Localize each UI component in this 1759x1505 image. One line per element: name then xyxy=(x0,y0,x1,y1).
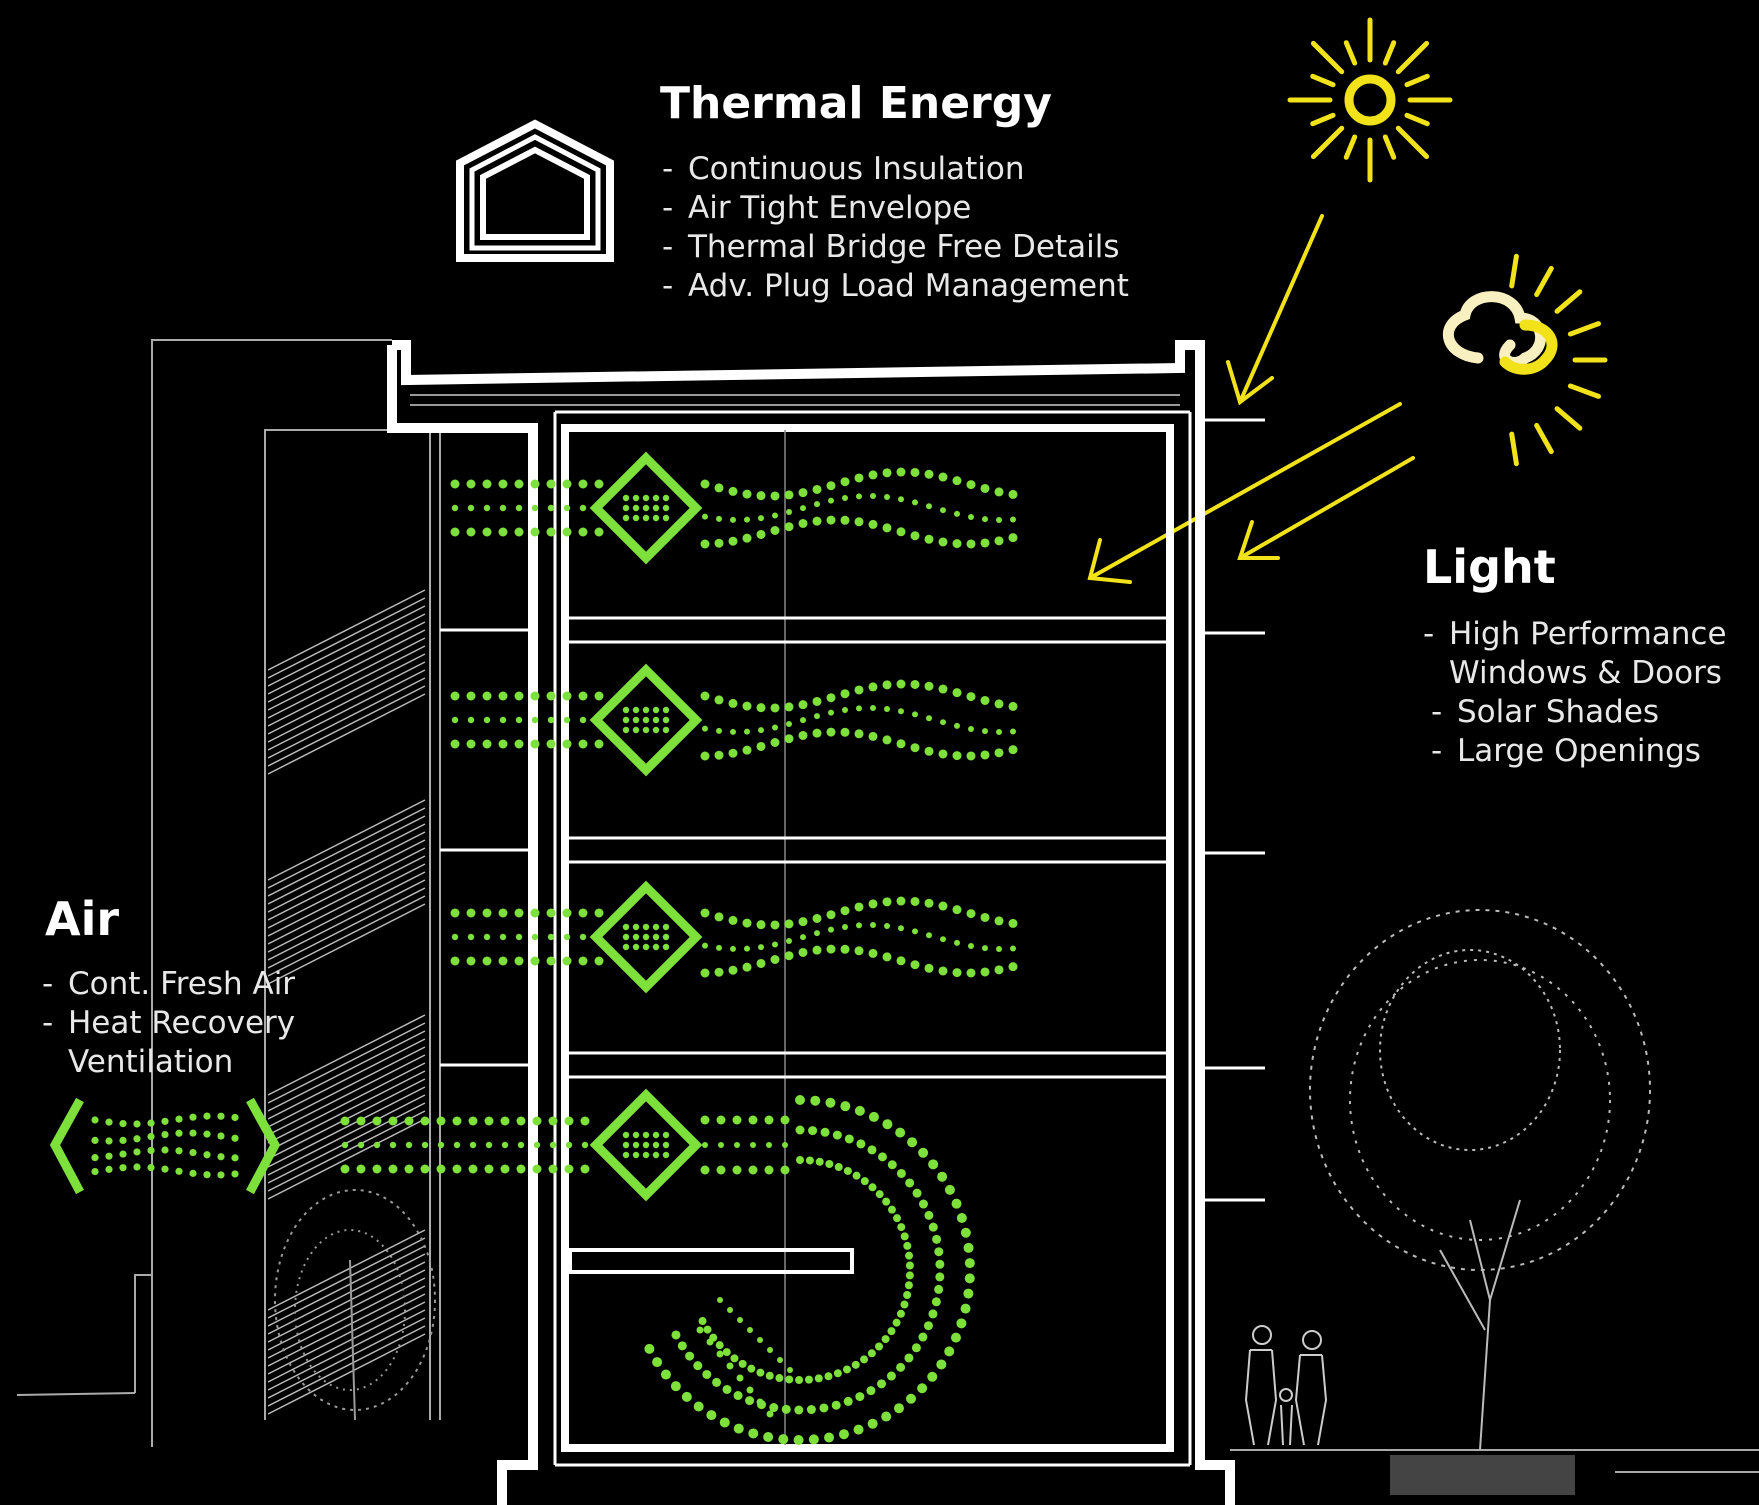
air-flow-icon xyxy=(49,1097,281,1195)
light-list: -High Performance Windows & Doors -Solar… xyxy=(1423,615,1727,771)
light-title: Light xyxy=(1423,540,1556,594)
cloud-sun-icon xyxy=(1442,253,1608,467)
light-item: -High Performance xyxy=(1423,616,1727,652)
thermal-item: -Thermal Bridge Free Details xyxy=(662,229,1120,265)
air-item: -Cont. Fresh Air xyxy=(42,966,296,1002)
thermal-energy-list: -Continuous Insulation -Air Tight Envelo… xyxy=(662,150,1129,306)
tree-left xyxy=(274,1189,436,1421)
thermal-energy-title: Thermal Energy xyxy=(660,78,1052,129)
thermal-item: -Adv. Plug Load Management xyxy=(662,268,1129,304)
adjacent-building xyxy=(16,339,441,1447)
house-envelope-icon xyxy=(456,119,614,262)
sunlight-arrows xyxy=(1087,214,1415,584)
people xyxy=(1244,1325,1328,1446)
air-item: -Heat Recovery xyxy=(42,1005,296,1041)
airflow-diagram xyxy=(340,451,1018,1445)
exterior-stairs xyxy=(267,589,426,1415)
tree-right xyxy=(1309,909,1651,1451)
air-list: -Cont. Fresh Air -Heat Recovery Ventilat… xyxy=(42,965,295,1082)
thermal-item: -Continuous Insulation xyxy=(662,151,1025,187)
thermal-item: -Air Tight Envelope xyxy=(662,190,972,226)
light-item: Windows & Doors xyxy=(1449,655,1722,691)
light-item: -Large Openings xyxy=(1431,733,1701,769)
air-title: Air xyxy=(45,892,120,946)
light-item: -Solar Shades xyxy=(1431,694,1660,730)
air-item: Ventilation xyxy=(68,1044,234,1080)
sun-icon xyxy=(1287,17,1453,183)
